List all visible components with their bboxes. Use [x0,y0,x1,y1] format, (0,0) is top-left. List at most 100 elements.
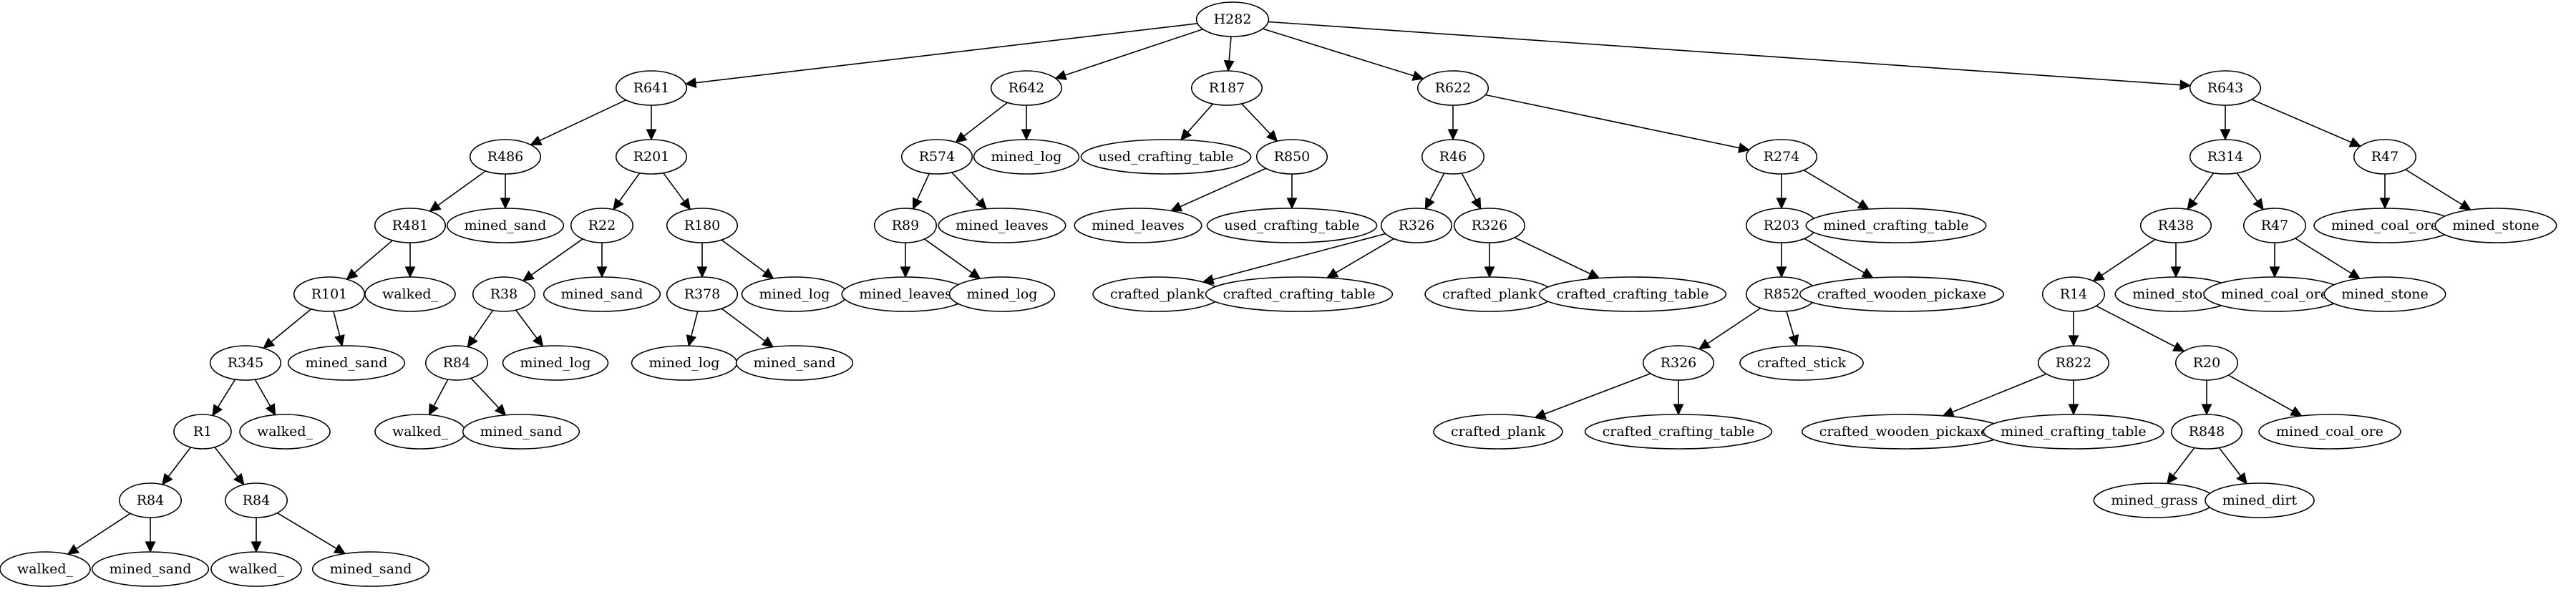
node-ellipse [615,139,688,175]
node-ellipse [2242,208,2307,243]
edge-line [333,311,341,336]
node-ellipse [2323,276,2446,312]
node-label: walked_ [228,561,285,577]
node-label: R203 [1764,218,1800,233]
node-ellipse [1453,208,1526,243]
tree-node: mined_coal_ore [2313,208,2456,243]
arrowhead [2068,335,2079,347]
node-ellipse [948,276,1056,312]
node-label: R180 [684,218,721,233]
node-label: mined_leaves [1092,218,1185,233]
tree-edge [67,513,131,555]
tree-node: R187 [1190,70,1263,106]
node-ellipse [2174,345,2239,381]
tree-edge [1484,243,1495,278]
node-ellipse [462,414,580,450]
node-ellipse [2037,345,2110,381]
node-label: mined_log [967,286,1038,302]
edge-line [916,173,930,200]
edge-line [618,173,641,202]
arrowhead [2379,198,2391,210]
node-ellipse [1421,139,1485,175]
tree-node: crafted_plank [1092,276,1223,312]
node-ellipse [1380,208,1453,243]
tree-node: mined_crafting_table [1983,414,2164,450]
node-label: walked_ [17,561,74,577]
node-ellipse [2353,139,2417,175]
arrowhead [404,266,416,278]
arrowhead [613,198,624,210]
tree-node: crafted_stick [1739,345,1864,381]
node-ellipse [210,551,302,587]
tree-node: mined_dirt [2205,482,2315,518]
node-ellipse [1739,345,1864,381]
tree-edge [254,379,276,416]
tree-edge [1170,168,1266,212]
tree-edge [1673,380,1684,416]
node-label: R84 [243,492,270,508]
tree-edge [161,447,192,486]
tree-node: mined_sand [735,345,854,381]
tree-edge [1514,237,1600,279]
tree-node: R481 [374,208,447,243]
node-ellipse [543,276,661,312]
tree-edge [212,379,236,417]
tree-edge [1447,105,1459,141]
tree-edge [686,311,699,347]
edge-line [2295,238,2352,274]
node-label: mined_coal_ore [2221,286,2328,302]
tree-edge [721,239,774,279]
tree-edge [613,173,641,210]
tree-edge [721,308,774,348]
tree-edge [1485,94,1751,153]
node-label: mined_coal_ore [2331,218,2439,233]
tree-node: mined_grass [2093,482,2216,518]
tree-node: R274 [1745,139,1818,175]
tree-node: R84 [118,482,183,518]
node-label: R201 [633,149,670,165]
arrowhead [67,544,80,555]
arrowhead [1411,70,1424,81]
node-ellipse [1745,139,1818,175]
edge-line [1514,237,1591,275]
node-label: crafted_wooden_pickaxe [1819,424,1989,440]
arrowhead [686,334,697,347]
tree-node: mined_leaves [938,208,1066,243]
arrowhead [500,198,511,210]
node-label: mined_sand [754,355,836,371]
tree-edge [1424,173,1445,210]
node-label: walked_ [382,286,439,302]
arrowhead [2172,341,2185,352]
edge-line [2172,447,2195,476]
tree-node: R47 [2353,139,2417,175]
tree-edge [2220,105,2231,141]
tree-node: R822 [2037,345,2110,381]
tree-edge [1776,174,1787,210]
arrowhead [2092,271,2105,282]
node-label: mined_stone [2452,218,2539,233]
edge-line [2101,238,2156,276]
tree-edge [333,311,345,347]
arrowhead [346,268,359,281]
edge-line [1544,373,1651,415]
tree-edge [1054,29,1203,80]
node-label: R574 [919,149,956,165]
node-label: R314 [2207,149,2244,165]
tree-edge [2295,238,2361,279]
tree-node: used_crafting_table [1080,139,1252,175]
edge-line [1429,173,1445,200]
arrowhead [1942,407,1955,417]
tree-edge [2096,305,2185,352]
node-label: R89 [892,218,919,233]
edge-line [924,238,973,273]
edge-line [515,309,538,339]
tree-node: R1 [173,414,232,450]
arrowhead [968,268,981,280]
tree-node: R642 [990,70,1063,106]
arrowhead [1776,266,1787,278]
tree-edge [2269,243,2280,278]
tree-node: mined_coal_ore [2203,276,2346,312]
tree-node: R486 [469,139,542,175]
tree-edge [429,170,486,212]
node-ellipse [2258,414,2401,450]
